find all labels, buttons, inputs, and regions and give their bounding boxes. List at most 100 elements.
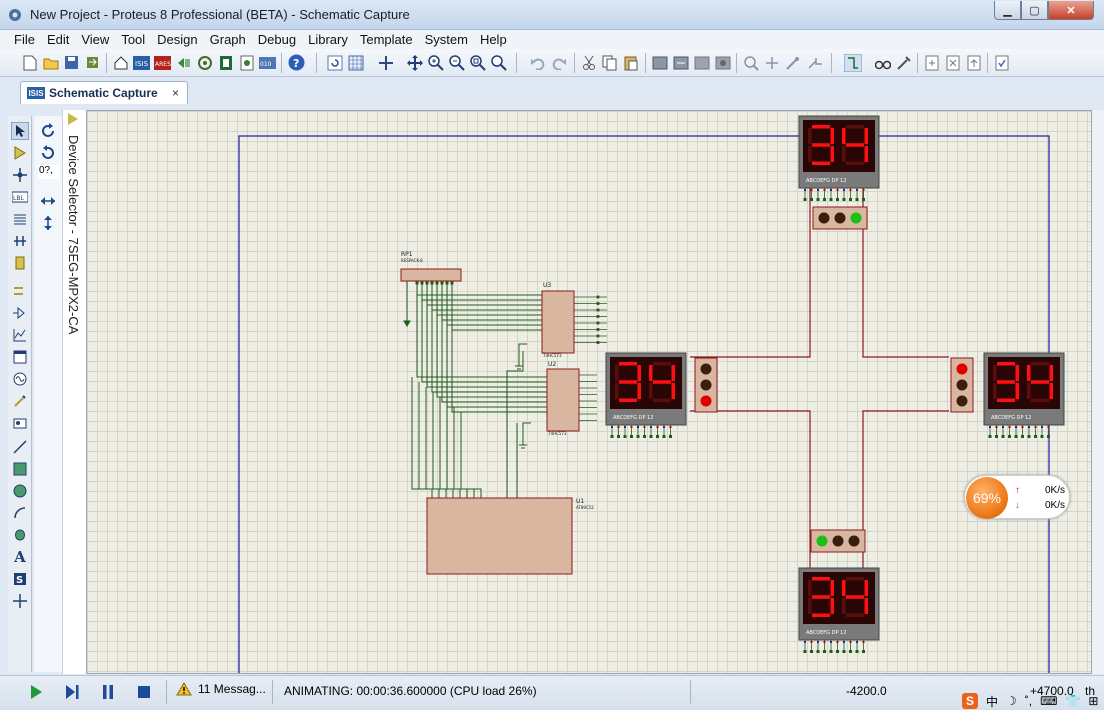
copy-icon[interactable]: [600, 53, 619, 72]
sogou-logo-icon[interactable]: S: [962, 693, 978, 709]
pan-icon[interactable]: [405, 53, 424, 72]
ares-icon[interactable]: ARES: [153, 53, 172, 72]
menu-template[interactable]: Template: [359, 32, 413, 47]
decompose-icon[interactable]: [804, 53, 823, 72]
menu-design[interactable]: Design: [157, 32, 198, 47]
tape-recorder-icon[interactable]: [11, 348, 29, 366]
box-tool-icon[interactable]: [11, 460, 29, 478]
ime-punct-icon[interactable]: ˚,: [1024, 694, 1033, 708]
search-tag-icon[interactable]: [873, 53, 892, 72]
text-tool-icon[interactable]: A: [14, 548, 26, 566]
new-file-icon[interactable]: [20, 53, 39, 72]
rotate-clockwise-icon[interactable]: [39, 122, 57, 140]
property-assign-icon[interactable]: [894, 53, 913, 72]
path-tool-icon[interactable]: [11, 526, 29, 544]
device-selector-panel[interactable]: Device Selector - 7SEG-MPX2-CA: [62, 110, 86, 674]
graph-mode-icon[interactable]: [11, 326, 29, 344]
grid-toggle-icon[interactable]: [346, 53, 365, 72]
component-mode-icon[interactable]: [11, 144, 29, 162]
mirror-vertical-icon[interactable]: [39, 214, 57, 232]
gerber-icon[interactable]: [195, 53, 214, 72]
subcircuit-icon[interactable]: [11, 254, 29, 272]
rotation-angle-field[interactable]: 0?,: [38, 165, 60, 179]
vertical-scrollbar[interactable]: [1092, 110, 1104, 674]
menu-debug[interactable]: Debug: [257, 32, 297, 47]
menu-graph[interactable]: Graph: [209, 32, 246, 47]
bom-icon[interactable]: [216, 53, 235, 72]
menu-file[interactable]: File: [14, 32, 35, 47]
ime-moon-icon[interactable]: ☽: [1006, 694, 1017, 708]
rotate-anticlockwise-icon[interactable]: [39, 144, 57, 162]
menu-tool[interactable]: Tool: [121, 32, 146, 47]
zoom-all-icon[interactable]: [468, 53, 487, 72]
design-explorer-icon[interactable]: [237, 53, 256, 72]
zoom-area-icon[interactable]: [489, 53, 508, 72]
maximize-button[interactable]: ▢: [1021, 1, 1048, 20]
block-move-icon[interactable]: [671, 53, 690, 72]
open-folder-icon[interactable]: [41, 53, 60, 72]
tab-close-button[interactable]: ×: [171, 86, 179, 100]
ime-keyboard-icon[interactable]: ⌨: [1040, 694, 1058, 708]
junction-dot-icon[interactable]: [11, 166, 29, 184]
ime-skin-icon[interactable]: 👕: [1065, 694, 1081, 708]
ime-mode[interactable]: 中: [986, 694, 999, 709]
make-device-icon[interactable]: [762, 53, 781, 72]
ime-menu-icon[interactable]: ⊞: [1088, 694, 1099, 708]
buses-icon[interactable]: [11, 232, 29, 250]
tab-schematic-capture[interactable]: ISIS Schematic Capture ×: [20, 81, 188, 104]
redo-icon[interactable]: [549, 53, 568, 72]
block-rotate-icon[interactable]: [692, 53, 711, 72]
save-icon[interactable]: [62, 53, 81, 72]
text-script-icon[interactable]: [11, 210, 29, 228]
isis-icon[interactable]: ISIS: [132, 53, 151, 72]
minimize-button[interactable]: ▁: [994, 1, 1021, 20]
menu-system[interactable]: System: [424, 32, 468, 47]
arc-tool-icon[interactable]: [11, 504, 29, 522]
undo-icon[interactable]: [528, 53, 547, 72]
remove-sheet-icon[interactable]: [943, 53, 962, 72]
step-button[interactable]: [62, 682, 82, 702]
play-button[interactable]: [26, 682, 46, 702]
new-sheet-icon[interactable]: [922, 53, 941, 72]
marker-tool-icon[interactable]: [11, 592, 29, 610]
zoom-out-icon[interactable]: [447, 53, 466, 72]
wire-label-icon[interactable]: LBL: [11, 188, 29, 206]
virtual-instruments-icon[interactable]: [11, 414, 29, 432]
paste-icon[interactable]: [621, 53, 640, 72]
menu-library[interactable]: Library: [308, 32, 348, 47]
net-speed-widget[interactable]: 69% ↑ 0K/s ↓ 0K/s: [964, 475, 1070, 519]
import-icon[interactable]: [83, 53, 102, 72]
home-icon[interactable]: [111, 53, 130, 72]
packaging-tool-icon[interactable]: [783, 53, 802, 72]
menu-edit[interactable]: Edit: [46, 32, 70, 47]
origin-icon[interactable]: [376, 53, 395, 72]
messages-indicator[interactable]: 11 Messag...: [176, 682, 266, 696]
exit-to-parent-icon[interactable]: [964, 53, 983, 72]
schematic-canvas[interactable]: RP1 RESPACK-8 U3 74HC573 U2 74HC573 U1 A…: [86, 110, 1092, 674]
source-code-icon[interactable]: 010: [258, 53, 277, 72]
ime-toolbar[interactable]: S 中 ☽ ˚, ⌨ 👕 ⊞: [962, 692, 1104, 710]
device-pins-icon[interactable]: [11, 304, 29, 322]
line-tool-icon[interactable]: [11, 438, 29, 456]
3d-view-icon[interactable]: [174, 53, 193, 72]
generator-icon[interactable]: [11, 370, 29, 388]
menu-view[interactable]: View: [81, 32, 110, 47]
stop-button[interactable]: [134, 682, 154, 702]
mirror-horizontal-icon[interactable]: [39, 192, 57, 210]
selection-mode-icon[interactable]: [11, 122, 29, 140]
wire-autorouter-icon[interactable]: [843, 53, 862, 72]
terminals-icon[interactable]: [11, 282, 29, 300]
pick-device-icon[interactable]: [741, 53, 760, 72]
symbol-tool-icon[interactable]: S: [11, 570, 29, 588]
refresh-icon[interactable]: [325, 53, 344, 72]
block-delete-icon[interactable]: [713, 53, 732, 72]
block-copy-icon[interactable]: [650, 53, 669, 72]
voltage-probe-icon[interactable]: [11, 392, 29, 410]
expand-arrow-icon[interactable]: [68, 113, 78, 125]
menu-help[interactable]: Help: [479, 32, 507, 47]
zoom-in-icon[interactable]: [426, 53, 445, 72]
help-icon[interactable]: ?: [287, 53, 306, 72]
close-button[interactable]: ✕: [1048, 1, 1094, 20]
circle-tool-icon[interactable]: [11, 482, 29, 500]
cut-icon[interactable]: [579, 53, 598, 72]
